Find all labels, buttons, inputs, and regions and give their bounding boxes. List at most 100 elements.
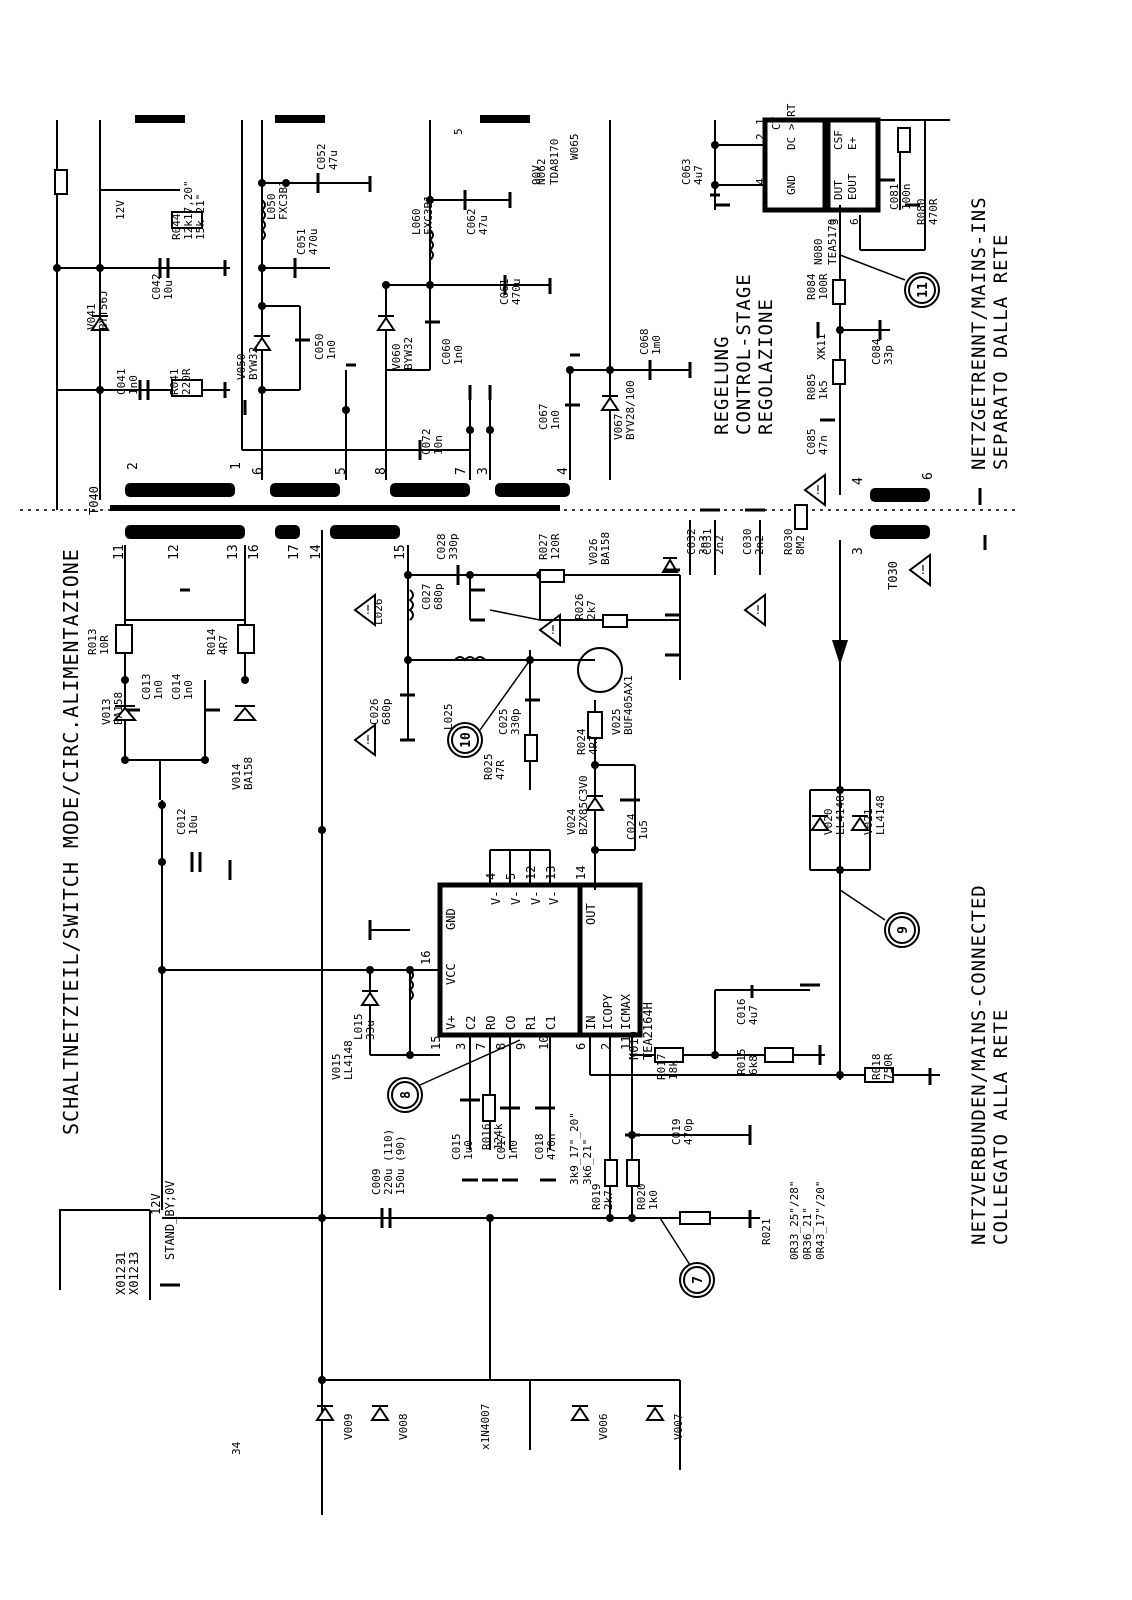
svg-text:V-: V- xyxy=(489,891,503,905)
wiring xyxy=(56,119,950,1515)
junction-dots xyxy=(53,141,844,1384)
svg-text:16: 16 xyxy=(247,544,262,560)
svg-text:R1: R1 xyxy=(524,1016,538,1030)
component-value-r014: 4R7 xyxy=(217,635,230,655)
transformer-pin-numbers: 2 1 6 5 8 7 3 4 11 12 13 16 17 14 15 3 6… xyxy=(112,462,936,560)
component-ref-v041: V041 xyxy=(85,304,98,331)
component-value-c068: 1m0 xyxy=(650,335,663,355)
component-ref-c018: C018 xyxy=(533,1134,546,1161)
component-ref-r020: R020 xyxy=(635,1184,648,1211)
svg-text:9: 9 xyxy=(896,926,911,934)
svg-text:17: 17 xyxy=(287,544,302,560)
ic-n080-box-right xyxy=(825,117,881,213)
component-value-r015: 6k8 xyxy=(747,1055,760,1075)
component-value-r017: 18k xyxy=(667,1060,680,1080)
component-value-c019: 470p xyxy=(682,1119,695,1146)
component-value-c060: 1n0 xyxy=(452,345,465,365)
component-ref-xk11: XK11 xyxy=(815,334,828,361)
svg-text:COLLEGATO ALLA RETE: COLLEGATO ALLA RETE xyxy=(990,1009,1012,1245)
component-ref-c032: C032 xyxy=(685,529,698,556)
svg-text:X012-1: X012-1 xyxy=(114,1252,128,1295)
component-ref-c016: C016 xyxy=(735,999,748,1026)
component-ref-c024: C024 xyxy=(625,813,638,840)
component-value-r026: 2k7 xyxy=(585,600,598,620)
misc-labels: 12V x1N4007 V009 V008 V006 V007 90V 34 xyxy=(114,165,685,1455)
component-value-v013: BA158 xyxy=(112,692,125,725)
svg-text:15: 15 xyxy=(429,1036,443,1050)
component-ref-v026: V026 xyxy=(587,539,600,566)
component-value-r027: 120R xyxy=(549,533,562,560)
svg-text:V-: V- xyxy=(547,891,561,905)
test-point-leaders xyxy=(419,254,906,1266)
svg-text:4: 4 xyxy=(484,873,498,880)
svg-text:OUT: OUT xyxy=(584,903,598,925)
svg-text:6: 6 xyxy=(848,218,861,225)
svg-text:IN: IN xyxy=(584,1016,598,1030)
component-value-r025: 47R xyxy=(494,760,507,780)
component-value-c031: 2n2 xyxy=(713,535,726,555)
svg-text:12: 12 xyxy=(524,866,538,880)
component-ref-l025: L025 xyxy=(442,704,455,731)
signal-arrow xyxy=(832,640,848,665)
component-ref-v067: V067 xyxy=(612,414,625,441)
component-value-c012: 10u xyxy=(187,815,200,835)
component-value-c014: 1n0 xyxy=(182,680,195,700)
warning-triangles xyxy=(353,473,931,757)
svg-text:15: 15 xyxy=(393,544,408,560)
component-ref-c063: C063 xyxy=(680,159,693,186)
svg-text:3k9_17"_20": 3k9_17"_20" xyxy=(568,1112,581,1185)
warning-marks: ! ! ! ! ! ! xyxy=(364,483,926,747)
component-value-c009: 150u (90) xyxy=(394,1135,407,1195)
component-ref-v060: V060 xyxy=(390,344,403,371)
component-ref-c081: C081 xyxy=(888,184,901,211)
component-value-v067: BYV28/100 xyxy=(624,380,637,440)
transformer-t030 xyxy=(870,488,930,539)
svg-text:CSF: CSF xyxy=(832,130,845,150)
component-value-r019: 2k7 xyxy=(602,1190,615,1210)
component-ref-c061: C061 xyxy=(498,279,511,306)
component-value-r024: 4R7 xyxy=(587,735,600,755)
component-ref-c031: C031 xyxy=(701,529,714,556)
component-ref-c085: C085 xyxy=(805,429,818,456)
component-value-c052: 47u xyxy=(327,150,340,170)
svg-text:11: 11 xyxy=(916,282,931,298)
svg-text:4: 4 xyxy=(754,178,767,185)
svg-text:!: ! xyxy=(919,563,926,577)
component-ref-c012: C012 xyxy=(175,809,188,836)
component-value-c016: 4u7 xyxy=(747,1005,760,1025)
component-value-v060: BYW32 xyxy=(402,337,415,370)
component-value-r018: 750R xyxy=(882,1053,895,1080)
component-ref-v024: V024 xyxy=(565,808,578,835)
component-ref-r084: R084 xyxy=(805,273,818,300)
svg-text:V-: V- xyxy=(529,891,543,905)
component-value-r013: 10R xyxy=(98,635,111,655)
component-value-r044: 12k17,20" xyxy=(182,180,195,240)
svg-text:V007: V007 xyxy=(672,1414,685,1441)
r021-notes: 0R33_25"/28" 0R36_21" 0R43_17"/20" xyxy=(788,1181,827,1260)
component-value-v021: LL4148 xyxy=(874,795,887,835)
svg-text:EOUT: EOUT xyxy=(846,173,859,200)
component-value-c028: 330p xyxy=(447,534,460,561)
component-ref-c042: C042 xyxy=(150,274,163,301)
component-value-r085: 1k5 xyxy=(817,380,830,400)
svg-text:5: 5 xyxy=(334,467,349,475)
component-value-c085: 47n xyxy=(817,435,830,455)
svg-text:!: ! xyxy=(364,733,371,747)
component-value-r041: 220R xyxy=(180,368,193,395)
diode-glyphs xyxy=(90,315,870,1421)
component-value-c050: 1n0 xyxy=(325,340,338,360)
component-value-c051: 470u xyxy=(307,229,320,256)
svg-text:C2: C2 xyxy=(464,1016,478,1030)
svg-text:NETZGETRENNT/MAINS-INS: NETZGETRENNT/MAINS-INS xyxy=(968,196,990,470)
svg-text:3: 3 xyxy=(476,467,491,475)
control-stage-label: REGELUNG CONTROL-STAGE REGOLAZIONE xyxy=(711,273,777,435)
t040-label: T040 xyxy=(87,486,101,515)
svg-text:3: 3 xyxy=(114,1258,128,1265)
svg-text:DC > RT: DC > RT xyxy=(785,103,798,150)
svg-text:V008: V008 xyxy=(397,1414,410,1441)
svg-text:x1N4007: x1N4007 xyxy=(479,1404,492,1450)
svg-text:7: 7 xyxy=(474,1043,488,1050)
component-ref-r013: R013 xyxy=(86,629,99,656)
